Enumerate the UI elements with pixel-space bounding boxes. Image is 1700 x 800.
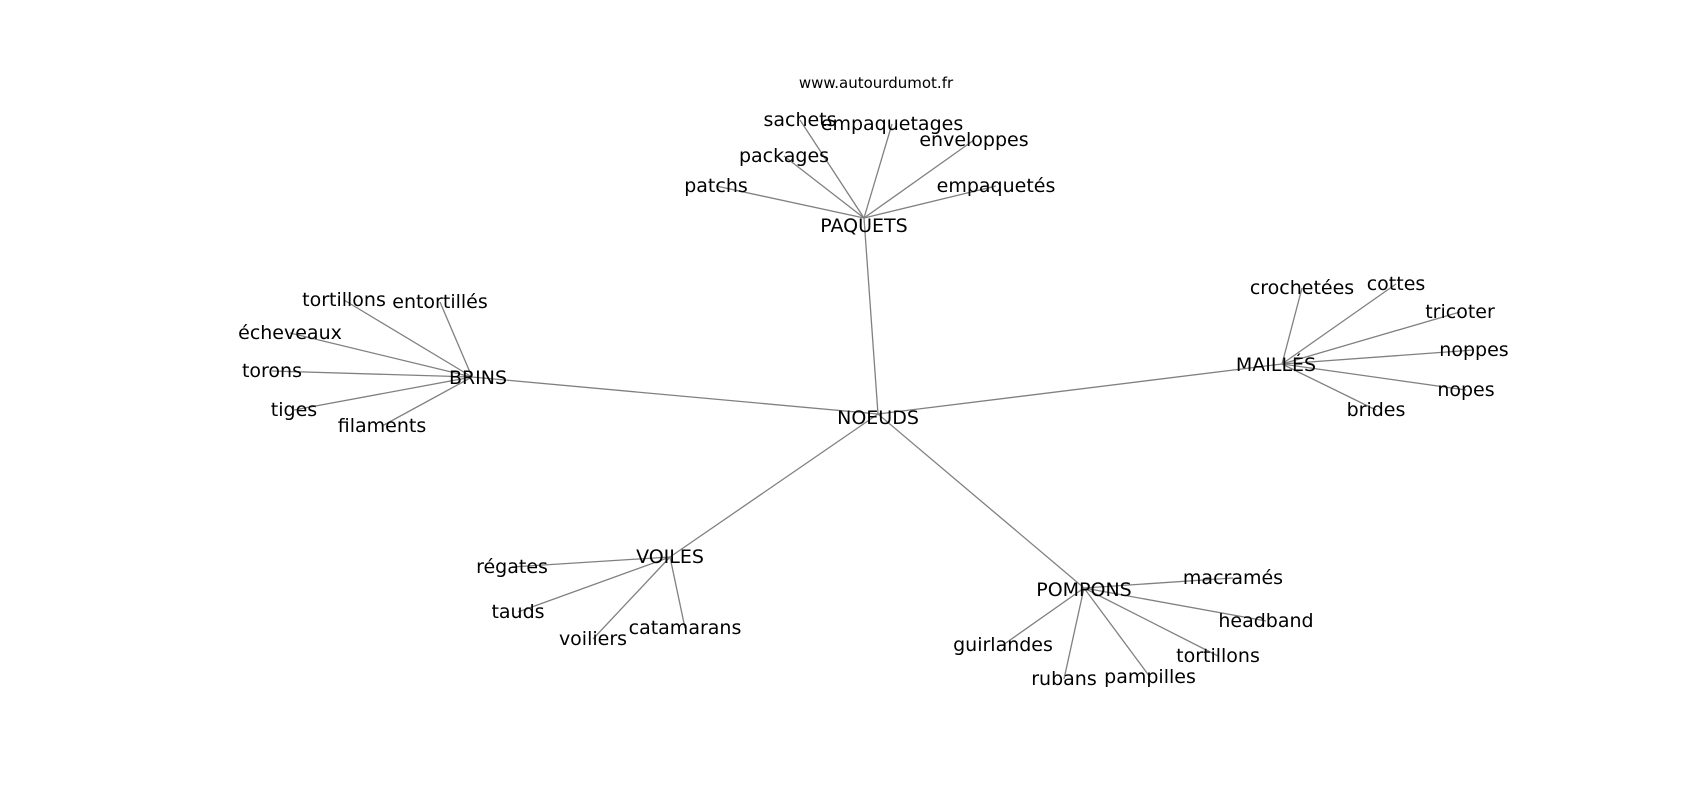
leaf-brins-echeveaux: écheveaux: [238, 322, 342, 344]
leaf-pompons-guirlandes: guirlandes: [953, 634, 1053, 656]
leaf-pompons-pampilles: pampilles: [1104, 666, 1196, 688]
edge-brins-tiges: [293, 376, 473, 411]
leaf-paquets-empaquetages: empaquetages: [821, 113, 963, 135]
edge-paquets-enveloppes: [863, 139, 975, 219]
edge-voiles-tauds: [517, 556, 671, 613]
leaf-pompons-macrames: macramés: [1183, 567, 1283, 589]
leaf-paquets-patchs: patchs: [684, 175, 748, 197]
labels: NOEUDSPAQUETSpatchspackagessachetsempaqu…: [238, 109, 1509, 690]
edge-paquets-empaquetes: [863, 185, 997, 219]
leaf-mailles-nopes: nopes: [1437, 379, 1494, 401]
leaf-mailles-noppes: noppes: [1439, 339, 1508, 361]
edge-pompons-guirlandes: [1002, 587, 1085, 646]
leaf-pompons-tortillons: tortillons: [1176, 645, 1260, 667]
edge-mailles-tricoter: [1281, 311, 1461, 365]
edge-mailles-crochetees: [1281, 287, 1303, 365]
edge-pompons-pampilles: [1083, 587, 1151, 678]
edge-pompons-macrames: [1083, 577, 1234, 589]
leaf-voiles-catamarans: catamarans: [629, 617, 742, 639]
node-center: NOEUDS: [837, 407, 919, 429]
edge-paquets-empaquetages: [863, 123, 893, 219]
leaf-mailles-tricoter: tricoter: [1425, 301, 1495, 323]
leaf-brins-torons: torons: [242, 360, 302, 382]
edge-center-mailles: [877, 363, 1283, 415]
edge-center-voiles: [669, 413, 879, 558]
leaf-voiles-regates: régates: [476, 556, 548, 578]
edge-brins-filaments: [381, 376, 473, 427]
leaf-brins-tortillons: tortillons: [302, 289, 386, 311]
edge-center-brins: [471, 376, 879, 415]
leaf-brins-tiges: tiges: [271, 399, 317, 421]
leaf-paquets-empaquetes: empaquetés: [937, 175, 1056, 197]
edge-mailles-brides: [1281, 363, 1377, 411]
leaf-mailles-cottes: cottes: [1367, 273, 1426, 295]
edge-pompons-rubans: [1063, 587, 1085, 680]
edge-brins-entortilles: [439, 301, 473, 378]
edge-center-paquets: [863, 217, 879, 415]
leaf-paquets-enveloppes: enveloppes: [919, 129, 1028, 151]
edge-voiles-catamarans: [669, 556, 686, 629]
node-brins: BRINS: [449, 367, 507, 389]
leaf-mailles-crochetees: crochetées: [1250, 277, 1354, 299]
edge-paquets-patchs: [715, 185, 865, 219]
leaf-pompons-headband: headband: [1218, 610, 1313, 632]
leaf-mailles-brides: brides: [1347, 399, 1406, 421]
edge-mailles-cottes: [1281, 283, 1397, 365]
leaf-voiles-voiliers: voiliers: [559, 628, 627, 650]
leaf-brins-filaments: filaments: [338, 415, 426, 437]
leaf-pompons-rubans: rubans: [1031, 668, 1097, 690]
node-pompons: POMPONS: [1036, 579, 1132, 601]
edge-paquets-sachets: [799, 119, 865, 219]
leaf-paquets-sachets: sachets: [763, 109, 836, 131]
edge-pompons-tortillons: [1083, 587, 1219, 657]
edge-paquets-packages: [783, 155, 865, 219]
node-paquets: PAQUETS: [820, 215, 907, 237]
edge-mailles-nopes: [1281, 363, 1467, 391]
edges: [271, 119, 1475, 680]
site-url: www.autourdumot.fr: [799, 74, 954, 92]
edge-center-pompons: [877, 413, 1085, 589]
node-mailles: MAILLÉS: [1236, 353, 1316, 376]
edge-brins-echeveaux: [289, 332, 473, 378]
edge-brins-tortillons: [343, 299, 473, 378]
leaf-voiles-tauds: tauds: [491, 601, 544, 623]
edge-voiles-voiliers: [592, 556, 671, 640]
edge-pompons-headband: [1083, 587, 1267, 622]
node-voiles: VOILES: [636, 546, 704, 568]
edge-mailles-noppes: [1281, 349, 1475, 365]
edge-voiles-regates: [511, 556, 671, 568]
leaf-brins-entortilles: entortillés: [392, 291, 488, 313]
leaf-paquets-packages: packages: [739, 145, 829, 167]
edge-brins-torons: [271, 370, 473, 378]
